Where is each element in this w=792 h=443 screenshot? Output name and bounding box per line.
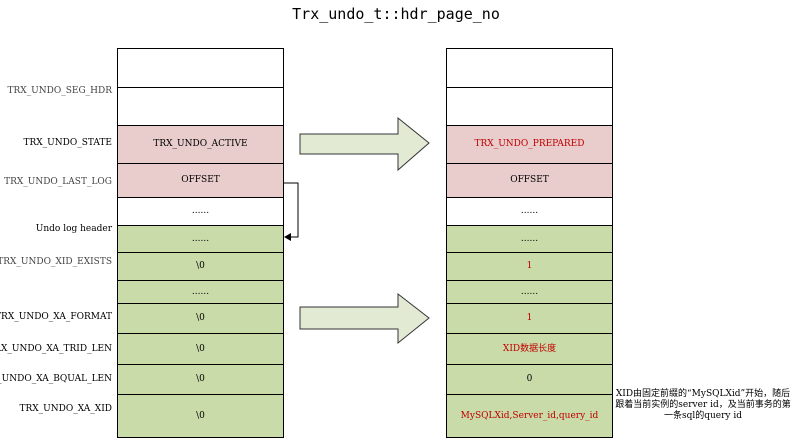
before-cell-10: \0	[117, 364, 284, 395]
before-cell-6: \0	[117, 252, 284, 281]
before-cell-11: \0	[117, 394, 284, 438]
before-cell-5: ......	[117, 225, 284, 253]
label-trx-undo-seg-hdr: TRX_UNDO_SEG_HDR	[7, 86, 112, 96]
label-trx-undo-last-log: TRX_UNDO_LAST_LOG	[4, 177, 112, 187]
label-trx-undo-xid-exists: TRX_UNDO_XID_EXISTS	[0, 257, 112, 267]
after-cell-10: 0	[446, 364, 613, 395]
before-cell-7: ......	[117, 280, 284, 304]
label-trx-undo-xa-format: TRX_UNDO_XA_FORMAT	[0, 312, 112, 322]
state-transition-arrow	[299, 116, 430, 172]
diagram-title: Trx_undo_t::hdr_page_no	[292, 5, 500, 23]
xid-note: XID由固定前缀的“MySQLXid”开始，随后跟着当前实例的server id…	[615, 389, 791, 421]
label-undo-log-header: Undo log header	[35, 224, 112, 234]
after-cell-11: MySQLXid,Server_id,query_id	[446, 394, 613, 438]
offset-pointer-line	[284, 182, 299, 238]
label-trx-undo-xa-trid-len: TRX_UNDO_XA_TRID_LEN	[0, 344, 112, 354]
before-cell-4: ......	[117, 197, 284, 226]
xid-transition-arrow	[299, 292, 430, 345]
offset-pointer-arrowhead	[284, 233, 291, 241]
label-trx-undo-xa-bqual-len: TRX_UNDO_XA_BQUAL_LEN	[0, 374, 112, 384]
before-cell-2: TRX_UNDO_ACTIVE	[117, 125, 284, 164]
label-trx-undo-state: TRX_UNDO_STATE	[23, 138, 113, 148]
label-trx-undo-xa-xid: TRX_UNDO_XA_XID	[19, 404, 112, 414]
after-cell-6: 1	[446, 252, 613, 281]
after-cell-7: ......	[446, 280, 613, 304]
after-cell-9: XID数据长度	[446, 333, 613, 365]
before-cell-9: \0	[117, 333, 284, 365]
